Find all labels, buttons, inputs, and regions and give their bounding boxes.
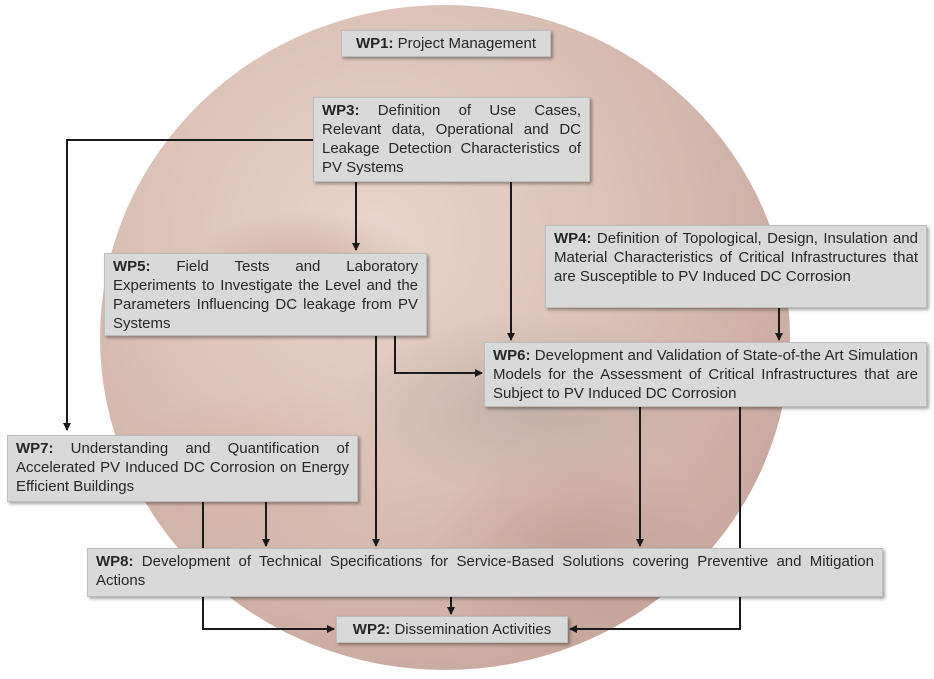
wp1-code: WP1: [355,35,394,52]
wp2-code: WP2: [352,621,391,638]
wp7-box: WP7: Understanding and Quantification of… [7,435,358,502]
wp7-title: Understanding and Quantification of Acce… [16,440,349,495]
wp4-title: Definition of Topological, Design, Insul… [554,230,918,285]
wp5-title: Field Tests and Laboratory Experiments t… [113,258,418,332]
wp2-title: Dissemination Activities [394,621,552,638]
arrow-wp3-to-wp7 [63,139,313,431]
wp6-box: WP6: Development and Validation of State… [484,342,927,407]
arrow-wp6-to-wp2 [569,407,741,633]
wp3-box: WP3: Definition of Use Cases, Relevant d… [313,97,590,182]
wp6-title: Development and Validation of State-of-t… [493,347,918,402]
wp7-code: WP7: [16,440,54,457]
wp8-code: WP8: [96,553,134,570]
wp1-title: Project Management [397,35,537,52]
wp8-box: WP8: Development of Technical Specificat… [87,548,883,597]
arrow-wp7-to-wp2 [202,502,335,633]
wp4-box: WP4: Definition of Topological, Design, … [545,225,927,308]
wp3-code: WP3: [322,102,360,119]
wp1-box: WP1: Project Management [341,30,551,57]
wp8-title: Development of Technical Specifications … [96,553,874,589]
wp4-code: WP4: [554,230,592,247]
wp3-title: Definition of Use Cases, Relevant data, … [322,102,582,176]
wp2-box: WP2: Dissemination Activities [336,616,568,643]
wp5-box: WP5: Field Tests and Laboratory Experime… [104,253,427,336]
wp6-code: WP6: [493,347,531,364]
wp5-code: WP5: [113,258,151,275]
arrow-wp5-to-wp6 [394,336,483,377]
